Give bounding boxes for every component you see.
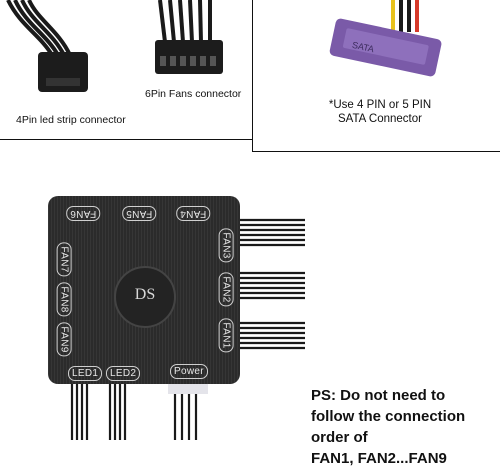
sata-caption: *Use 4 PIN or 5 PIN SATA Connector: [305, 98, 455, 126]
note-line4: FAN1, FAN2...FAN9: [311, 450, 447, 467]
cable-illustration: [6, 0, 223, 92]
fan3-label: FAN3: [218, 228, 234, 263]
led1-label: LED1: [68, 366, 103, 381]
fan6-label: FAN6: [66, 206, 101, 221]
hub-logo: DS: [134, 286, 156, 303]
connection-order-note: PS: Do not need to follow the connection…: [311, 385, 465, 469]
led-strip-connector-caption: 4Pin led strip connector: [16, 114, 126, 126]
fan9-label: FAN9: [56, 322, 72, 357]
sata-caption-line2: SATA Connector: [338, 113, 422, 125]
fan2-label: FAN2: [218, 272, 234, 307]
sata-connector-illustration: [329, 0, 442, 77]
hub-bottom-wires: [70, 380, 208, 440]
cable-photo-panel: 6Pin Fans connector 4Pin led strip conne…: [0, 0, 253, 140]
fan1-label: FAN1: [218, 318, 234, 353]
fan-wires-right: [230, 218, 305, 350]
note-line3: order of: [311, 429, 368, 446]
fan7-label: FAN7: [56, 242, 72, 277]
sata-caption-line1: *Use 4 PIN or 5 PIN: [328, 99, 432, 111]
sata-photo-panel: SATA *Use 4 PIN or 5 PIN SATA Connector: [252, 0, 500, 152]
fan8-label: FAN8: [56, 282, 72, 317]
fan5-label: FAN5: [122, 206, 157, 221]
fan-hub-body: DS FAN6 FAN5 FAN4 FAN3 FAN7 FAN2 FAN8 FA…: [48, 196, 240, 384]
note-line2: follow the connection: [311, 408, 466, 425]
fans-connector-caption: 6Pin Fans connector: [145, 88, 242, 100]
note-line1: PS: Do not need to: [311, 387, 446, 404]
power-label: Power: [170, 364, 208, 379]
led2-label: LED2: [106, 366, 141, 381]
hub-logo-badge: DS: [114, 266, 176, 328]
fan4-label: FAN4: [176, 206, 211, 221]
